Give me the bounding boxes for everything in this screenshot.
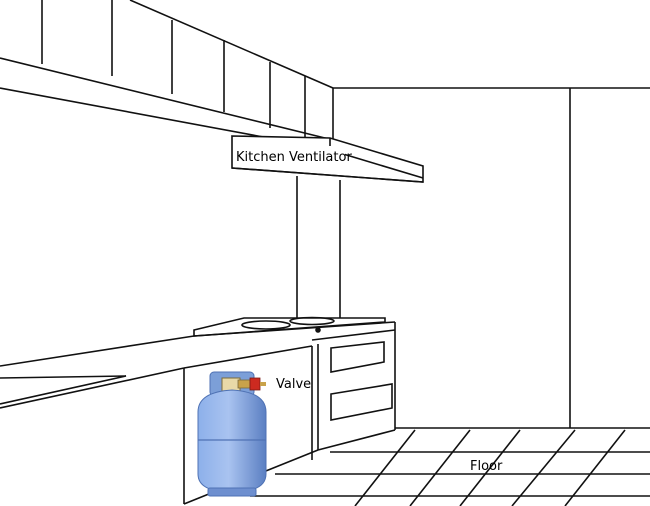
floor-label: Floor: [470, 459, 503, 474]
valve-icon: [237, 377, 266, 391]
upper-cabinets: [0, 0, 334, 151]
valve-label: Valve: [276, 377, 311, 392]
counter: [0, 321, 396, 505]
ventilator-label-bg: [233, 146, 345, 166]
kitchen-ventilator-label: Kitchen Ventilator: [236, 150, 352, 165]
stovetop: [193, 316, 386, 337]
floor-tiles: [250, 427, 650, 506]
gas-cylinder: [197, 371, 267, 497]
drawers: [317, 341, 396, 451]
